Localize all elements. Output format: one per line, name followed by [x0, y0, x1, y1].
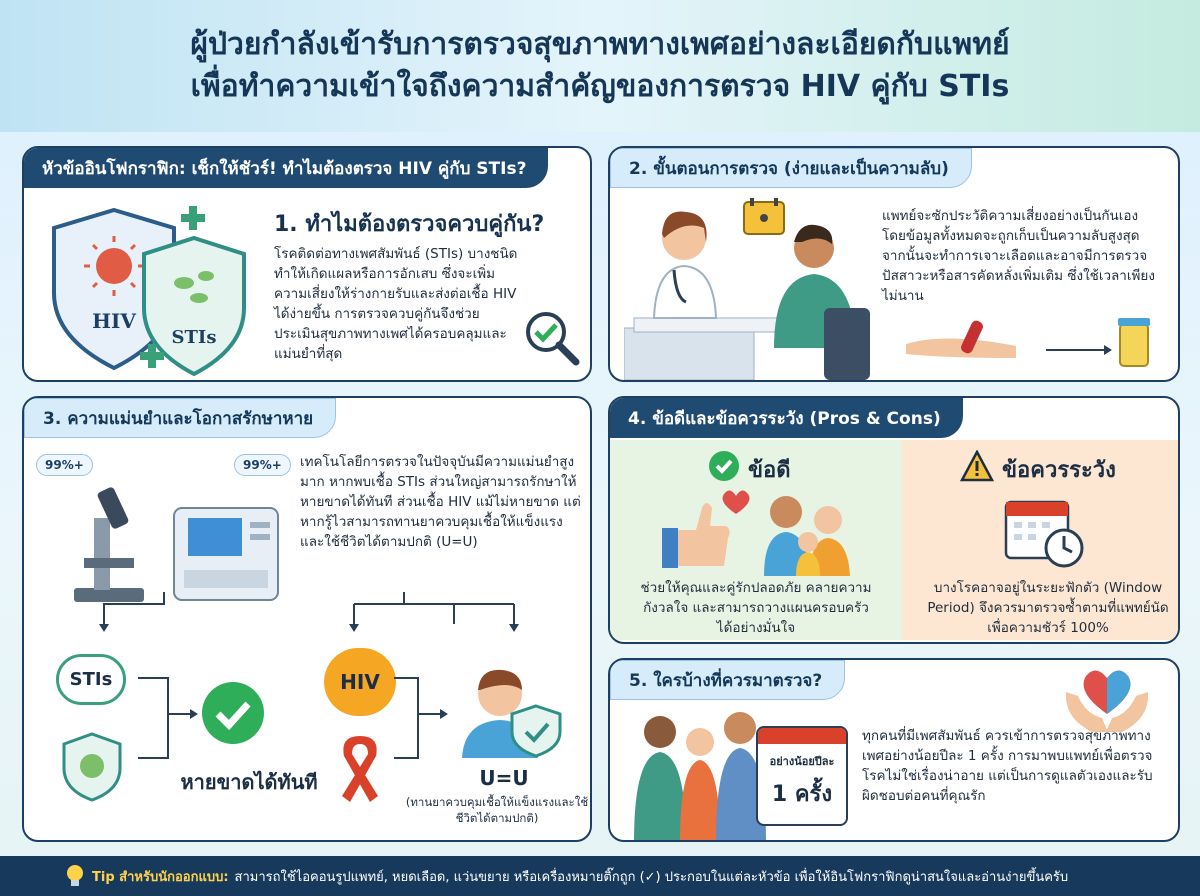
who-should-test-title: 5. ใครบ้างที่ควรมาตรวจ?: [610, 660, 846, 700]
accuracy-body: เทคโนโลยีการตรวจในปัจจุบันมีความแม่นยำสู…: [300, 454, 581, 550]
page-header: ผู้ป่วยกำลังเข้ารับการตรวจสุขภาพทางเพศอย…: [0, 0, 1200, 132]
hiv-label: HIV: [324, 648, 396, 716]
blood-test-arrow-urine-icon: [906, 318, 1150, 367]
accuracy-badge-analyzer: 99%+: [234, 454, 291, 476]
stis-virus-shield-icon: [62, 732, 122, 802]
lab-equipment-illustration: [74, 487, 279, 602]
warning-icon: [960, 450, 994, 482]
doctor-patient-illustration: [624, 198, 870, 380]
thumbs-up-family-illustration: [662, 490, 850, 576]
magnifier-check-icon: [526, 312, 580, 366]
panel-pros-cons: 4. ข้อดีและข้อควรระวัง (Pros & Cons) ข้อ…: [608, 396, 1180, 644]
panel-infographic-title: หัวข้ออินโฟกราฟิก: เช็กให้ชัวร์! ทำไมต้อ…: [24, 148, 549, 188]
flow-arrows: [99, 592, 519, 632]
cons-body: บางโรคอาจอยู่ในระยะฟักตัว (Window Period…: [927, 580, 1169, 636]
panel-procedure: 2. ขั้นตอนการตรวจ (ง่ายและเป็นความลับ) แ…: [608, 146, 1180, 382]
panel-who-should-test: 5. ใครบ้างที่ควรมาตรวจ? อย่างน้อยปีละ 1 …: [608, 658, 1180, 842]
shield-hiv-label: HIV: [92, 309, 136, 333]
why-test-heading: 1. ทำไมต้องตรวจควบคู่กัน?: [274, 212, 545, 237]
shield-stis-label: STIs: [172, 327, 217, 348]
procedure-body: แพทย์จะซักประวัติความเสี่ยงอย่างเป็นกันเ…: [882, 208, 1155, 304]
panel-accuracy: 3. ความแม่นยำและโอกาสรักษาหาย 99%+ 99%+ …: [22, 396, 592, 842]
panel-why-test: หัวข้ออินโฟกราฟิก: เช็กให้ชัวร์! ทำไมต้อ…: [22, 146, 592, 382]
tip-label: Tip สำหรับนักออกแบบ:: [92, 869, 229, 885]
uu-note: (ทานยาควบคุมเชื้อให้แข็งแรงและใช้ชีวิตได…: [405, 795, 589, 825]
calendar-clock-icon: [1004, 500, 1084, 568]
who-should-test-body: ทุกคนที่มีเพศสัมพันธ์ ควรเข้าการตรวจสุขภ…: [862, 728, 1153, 804]
calendar-main-label: 1 ครั้ง: [771, 782, 833, 807]
hiv-flow-arrows: [394, 677, 448, 759]
uu-label: U=U: [479, 766, 529, 790]
pros-section: ข้อดี ช่วยให้คุณและคู่รักปลอดภัย คลายควา…: [610, 440, 902, 640]
pros-cons-title: 4. ข้อดีและข้อควรระวัง (Pros & Cons): [610, 398, 963, 438]
hands-heart-icon: [1065, 670, 1149, 732]
designer-tip-bar: Tip สำหรับนักออกแบบ: สามารถใช้ไอคอนรูปแพ…: [0, 856, 1200, 896]
hiv-stis-shields-icon: HIV STIs: [52, 206, 246, 377]
yearly-calendar: อย่างน้อยปีละ 1 ครั้ง: [756, 726, 848, 826]
red-ribbon-icon: [342, 736, 378, 802]
page-title-line2: เพื่อทำความเข้าใจถึงความสำคัญของการตรวจ …: [190, 69, 1010, 104]
cons-title: ข้อควรระวัง: [1002, 458, 1116, 483]
cured-check-icon: [202, 682, 264, 744]
people-group-illustration: [634, 712, 766, 840]
tip-text: สามารถใช้ไอคอนรูปแพทย์, หยดเลือด, แว่นขย…: [234, 869, 1069, 885]
cured-label: หายขาดได้ทันที: [180, 770, 318, 794]
pros-check-icon: [709, 451, 739, 481]
why-test-body: โรคติดต่อทางเพศสัมพันธ์ (STIs) บางชนิดทำ…: [274, 246, 518, 362]
accuracy-title: 3. ความแม่นยำและโอกาสรักษาหาย: [24, 398, 337, 438]
cons-section: ข้อควรระวัง บางโรคอาจอยู่ในระยะฟักตัว (W…: [902, 440, 1178, 640]
pros-title: ข้อดี: [748, 458, 791, 483]
pros-body: ช่วยให้คุณและคู่รักปลอดภัย คลายความกังวล…: [640, 580, 872, 636]
accuracy-badge-microscope: 99%+: [36, 454, 93, 476]
page-title-line1: ผู้ป่วยกำลังเข้ารับการตรวจสุขภาพทางเพศอย…: [190, 27, 1010, 62]
calendar-top-label: อย่างน้อยปีละ: [769, 755, 835, 768]
healthy-person-shield-icon: [462, 669, 562, 758]
procedure-title: 2. ขั้นตอนการตรวจ (ง่ายและเป็นความลับ): [610, 148, 972, 188]
stis-flow-arrows: [138, 677, 198, 759]
lightbulb-icon: [67, 865, 83, 886]
calendar-header-bar: [758, 728, 846, 744]
stis-label: STIs: [56, 654, 126, 705]
